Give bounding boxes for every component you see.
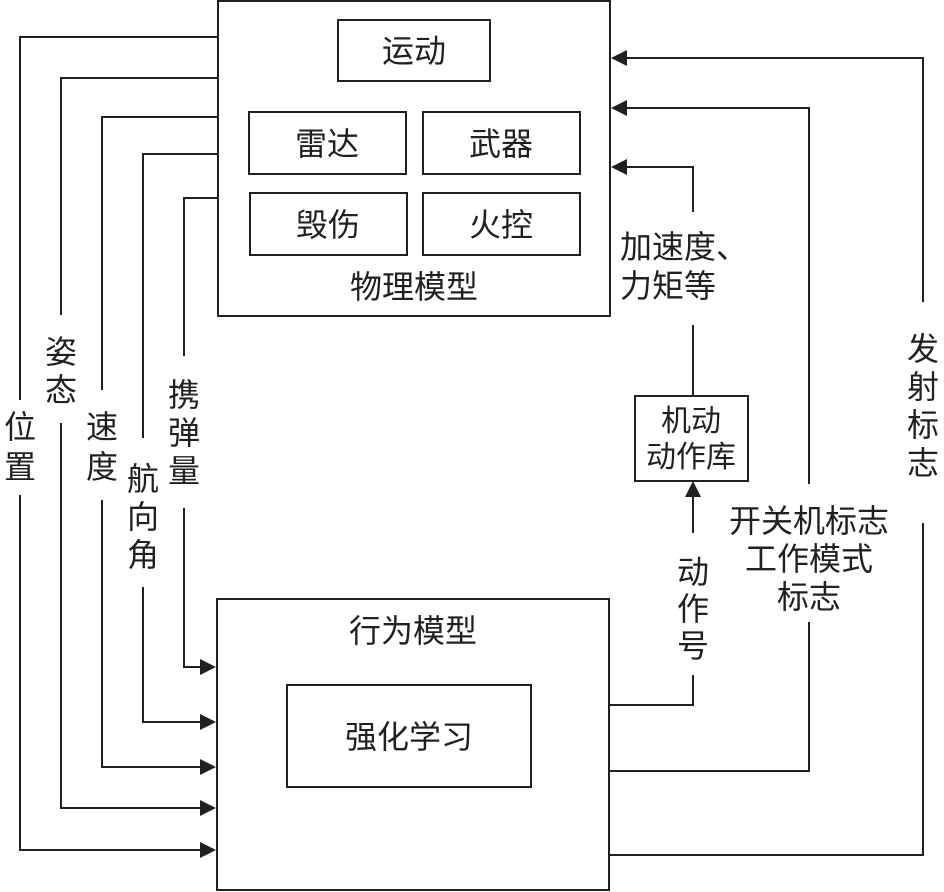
maneuver-library-line1: 机动 — [661, 404, 721, 439]
position-line-upper — [19, 36, 218, 400]
maneuver-library-block: 机动 动作库 — [634, 395, 749, 482]
attitude-line-upper — [60, 77, 218, 315]
speed-label-char-2: 度 — [86, 448, 118, 486]
weapon-label: 武器 — [469, 125, 533, 163]
power-mode-line-upper — [626, 107, 810, 484]
action-id-signal: 动 作 号 — [609, 481, 709, 706]
heading-arrow-icon — [200, 714, 216, 730]
speed-label-char-1: 速 — [86, 408, 118, 446]
position-label-char-2: 置 — [4, 448, 36, 486]
power-mode-signal: 开关机标志 工作模式 标志 — [609, 100, 889, 772]
heading-signal: 航 向 角 — [127, 153, 218, 730]
power-mode-label-line2: 工作模式 — [745, 540, 873, 578]
action-id-label-char-1: 动 — [677, 553, 709, 591]
radar-module — [248, 111, 407, 175]
motion-label: 运动 — [382, 32, 446, 70]
power-mode-label-line1: 开关机标志 — [729, 502, 889, 540]
speed-line-upper — [101, 116, 218, 390]
launch-flag-label-char-3: 标 — [907, 406, 939, 444]
attitude-line-lower — [60, 423, 202, 809]
heading-label-char-2: 向 — [127, 498, 159, 536]
position-signal: 位 置 — [4, 36, 218, 858]
physical-model-title: 物理模型 — [350, 268, 478, 306]
launch-flag-label-char-1: 发 — [907, 330, 939, 368]
heading-label-char-1: 航 — [127, 460, 159, 498]
position-arrow-icon — [200, 842, 216, 858]
launch-flag-line-lower — [609, 523, 924, 856]
accel-torque-label-line2: 力矩等 — [620, 267, 716, 305]
speed-line-lower — [101, 500, 202, 768]
launch-flag-label-char-4: 志 — [907, 444, 939, 482]
weapon-module — [422, 111, 581, 175]
launch-flag-label-char-2: 射 — [907, 368, 939, 406]
heading-label-char-3: 角 — [127, 536, 159, 574]
attitude-signal: 姿 态 — [45, 77, 218, 816]
attitude-label-char-2: 态 — [45, 371, 77, 409]
maneuver-library-line2: 动作库 — [646, 440, 736, 475]
heading-line-upper — [142, 153, 218, 438]
maneuver-library-frame — [634, 395, 749, 482]
ammo-label-char-1: 携 — [168, 376, 200, 414]
action-id-line-lower — [609, 675, 694, 706]
fire-control-module — [422, 192, 581, 256]
motion-module — [337, 19, 491, 82]
attitude-label-char-1: 姿 — [45, 333, 77, 371]
launch-flag-signal: 发 射 标 志 — [609, 50, 939, 856]
reinforcement-learning-module — [286, 684, 532, 788]
position-label-char-1: 位 — [4, 408, 36, 446]
behavior-model-frame — [216, 598, 610, 891]
attitude-arrow-icon — [200, 800, 216, 816]
accel-torque-label-line1: 加速度、 — [620, 228, 748, 266]
ammo-signal: 携 弹 量 — [168, 197, 218, 675]
damage-module — [249, 192, 408, 256]
fire-control-label: 火控 — [469, 206, 533, 244]
behavior-model-title: 行为模型 — [349, 612, 477, 650]
reinforcement-learning-label: 强化学习 — [345, 718, 473, 756]
ammo-label-char-2: 弹 — [168, 414, 200, 452]
accel-torque-signal: 加速度、 力矩等 — [611, 159, 748, 396]
power-mode-arrow-icon — [611, 100, 627, 116]
damage-label: 毁伤 — [296, 206, 360, 244]
position-line-lower — [19, 495, 202, 851]
power-mode-label-line3: 标志 — [777, 578, 841, 616]
physical-model-frame — [217, 0, 611, 317]
radar-label: 雷达 — [295, 125, 359, 163]
action-id-label-char-2: 作 — [677, 590, 709, 628]
ammo-label-char-3: 量 — [168, 452, 200, 490]
ammo-line-upper — [183, 197, 218, 356]
ammo-line-lower — [183, 508, 202, 668]
speed-signal: 速 度 — [86, 116, 218, 775]
power-mode-line-lower — [609, 622, 810, 772]
action-id-label-char-3: 号 — [677, 627, 709, 665]
action-id-arrow-icon — [685, 481, 701, 497]
speed-arrow-icon — [200, 759, 216, 775]
accel-torque-arrow-icon — [611, 159, 627, 175]
launch-flag-line-upper — [626, 57, 924, 302]
heading-line-lower — [142, 587, 202, 723]
launch-flag-arrow-icon — [611, 50, 627, 66]
accel-torque-line-upper — [626, 166, 694, 212]
ammo-arrow-icon — [200, 659, 216, 675]
behavior-model-block: 行为模型 强化学习 — [216, 598, 610, 891]
physical-model-block: 运动 雷达 武器 毁伤 火控 物理模型 — [217, 0, 611, 317]
